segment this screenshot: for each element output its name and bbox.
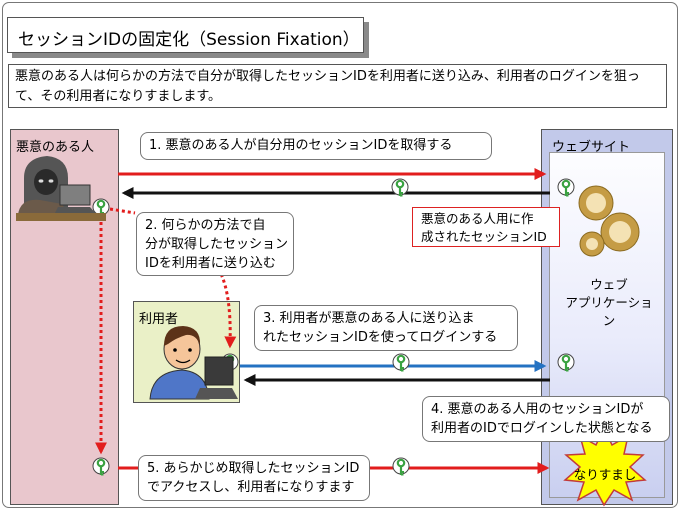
- session-key-icon: [391, 456, 411, 477]
- web-application-label-line1: ウェブ: [590, 277, 628, 292]
- attacker-icon: [16, 156, 106, 221]
- step2-text-line1: 2. 何らかの方法で自: [145, 218, 266, 233]
- web-application-label-line2: アプリケーション: [565, 295, 653, 328]
- attacker-lane-label: 悪意のある人: [16, 140, 95, 155]
- step4-callout: 4. 悪意のある人用のセッションIDが 利用者のIDでログインした状態となる: [422, 396, 670, 442]
- step4-text-line1: 4. 悪意のある人用のセッションIDが: [431, 402, 644, 417]
- step3-text-line2: れたセッションIDを使ってログインする: [263, 330, 498, 345]
- step5-text-line2: でアクセスし、利用者になりすます: [147, 480, 355, 495]
- web-application-label: ウェブ アプリケーション: [560, 276, 658, 330]
- user-avatar-icon: [149, 326, 238, 400]
- session-key-icon: [556, 177, 576, 198]
- step2-text-line2: 分が取得したセッション: [145, 237, 289, 252]
- session-key-icon: [91, 456, 111, 477]
- dotted-arrow-to-user: [213, 263, 237, 349]
- dotted-link-attacker-to-step2: [109, 207, 136, 215]
- session-note-box: 悪意のある人用に作 成されたセッションID: [412, 207, 560, 247]
- session-key-icon: [391, 352, 411, 373]
- step1-callout: 1. 悪意のある人が自分用のセッションIDを取得する: [140, 132, 492, 160]
- gear-icon: [578, 185, 640, 257]
- session-key-icon: [556, 352, 576, 373]
- step1-text: 1. 悪意のある人が自分用のセッションIDを取得する: [149, 138, 453, 153]
- step5-text-line1: 5. あらかじめ取得したセッションID: [147, 461, 360, 476]
- spoof-burst-icon: [563, 426, 647, 507]
- step3-callout: 3. 利用者が悪意のある人に送り込ま れたセッションIDを使ってログインする: [254, 305, 518, 351]
- session-note-line2: 成されたセッションID: [421, 229, 547, 244]
- spoof-label: なりすまし: [573, 467, 637, 482]
- description-box: 悪意のある人は何らかの方法で自分が取得したセッションIDを利用者に送り込み、利用…: [8, 64, 667, 108]
- step4-text-line2: 利用者のIDでログインした状態となる: [431, 421, 653, 436]
- step5-callout: 5. あらかじめ取得したセッションID でアクセスし、利用者になりすます: [138, 455, 370, 501]
- title-box: セッションIDの固定化（Session Fixation）: [7, 17, 364, 53]
- step3-text-line1: 3. 利用者が悪意のある人に送り込ま: [263, 311, 475, 326]
- description-text: 悪意のある人は何らかの方法で自分が取得したセッションIDを利用者に送り込み、利用…: [15, 69, 640, 104]
- session-note-line1: 悪意のある人用に作: [421, 211, 534, 226]
- website-lane-label: ウェブサイト: [552, 140, 631, 155]
- step2-text-line3: IDを利用者に送り込む: [145, 256, 276, 271]
- step2-callout: 2. 何らかの方法で自 分が取得したセッション IDを利用者に送り込む: [136, 212, 294, 276]
- diagram-title: セッションIDの固定化（Session Fixation）: [18, 30, 360, 50]
- user-label: 利用者: [139, 312, 179, 327]
